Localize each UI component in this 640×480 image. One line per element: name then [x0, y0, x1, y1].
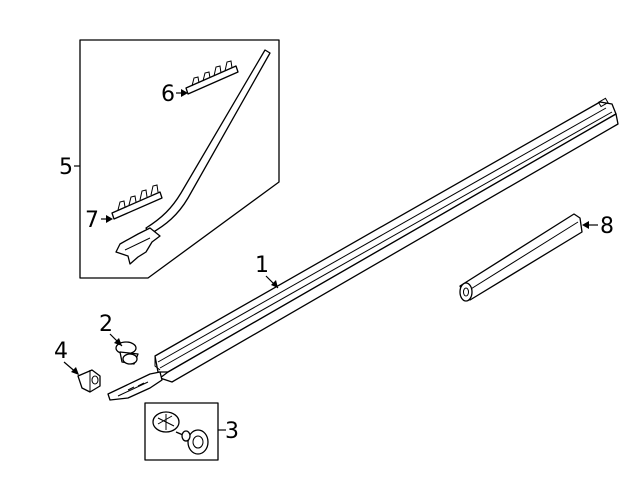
clip-strip-6 [185, 60, 239, 95]
clip-strip-7 [111, 184, 163, 220]
callout-8: 8 [600, 214, 614, 239]
callout-6: 6 [161, 82, 175, 107]
bracket-clip [77, 369, 101, 393]
pillar-trim-strip [115, 49, 271, 265]
callout-3: 3 [225, 419, 239, 444]
callout-1: 1 [255, 253, 269, 278]
tape-molding [459, 213, 583, 302]
callout-7: 7 [85, 208, 99, 233]
callout-5: 5 [59, 155, 73, 180]
fastener-set [144, 402, 219, 461]
callout-2: 2 [99, 312, 113, 337]
rocker-molding [107, 97, 619, 401]
push-clip [115, 341, 139, 365]
callout-4: 4 [54, 339, 68, 364]
leader-lines [63, 89, 598, 431]
trim-kit-box [79, 39, 280, 279]
